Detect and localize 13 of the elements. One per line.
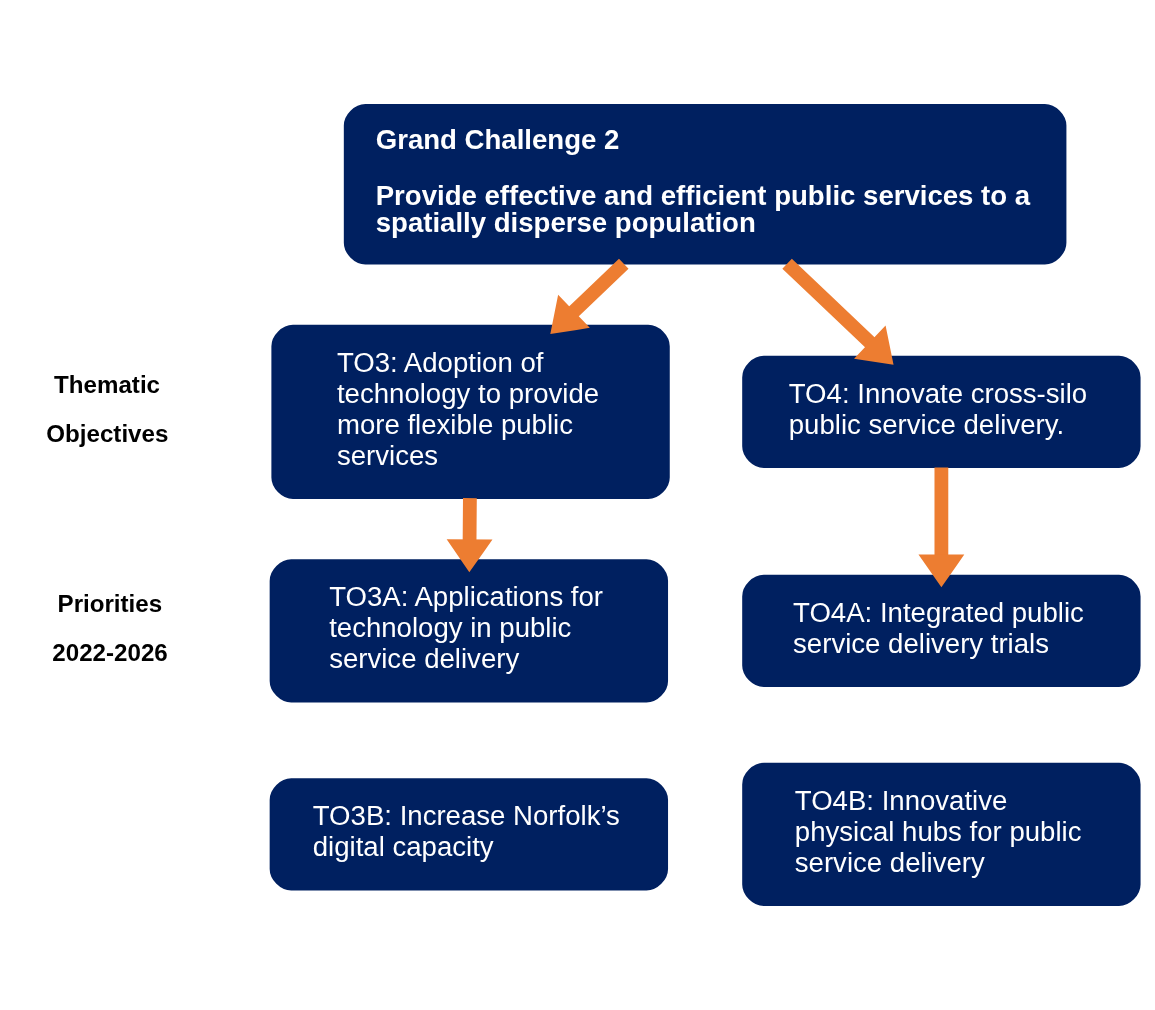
- arrow: [918, 467, 965, 588]
- node-box: TO4: Innovate cross-silo public service delivery.: [742, 355, 1141, 468]
- node-box: TO4B: Innovative physical hubs for public service delivery: [742, 762, 1141, 906]
- label: Thematic Objectives: [46, 371, 169, 447]
- node-box: Grand Challenge 2 Provide effective and efficient public services to a spatially disperse population: [343, 104, 1067, 265]
- node-box: TO3B: Increase Norfolk’s digital capacity: [269, 778, 669, 891]
- node-box: TO3A: Applications for technology in public service delivery: [269, 559, 669, 703]
- arrow: [782, 258, 894, 365]
- arrow: [446, 498, 493, 573]
- arrow: [550, 258, 629, 334]
- node-box: TO3: Adoption of technology to provide more flexible public services: [271, 324, 670, 499]
- node-box: TO4A: Integrated public service delivery trials: [742, 574, 1141, 687]
- label: Priorities 2022-2026: [52, 590, 168, 666]
